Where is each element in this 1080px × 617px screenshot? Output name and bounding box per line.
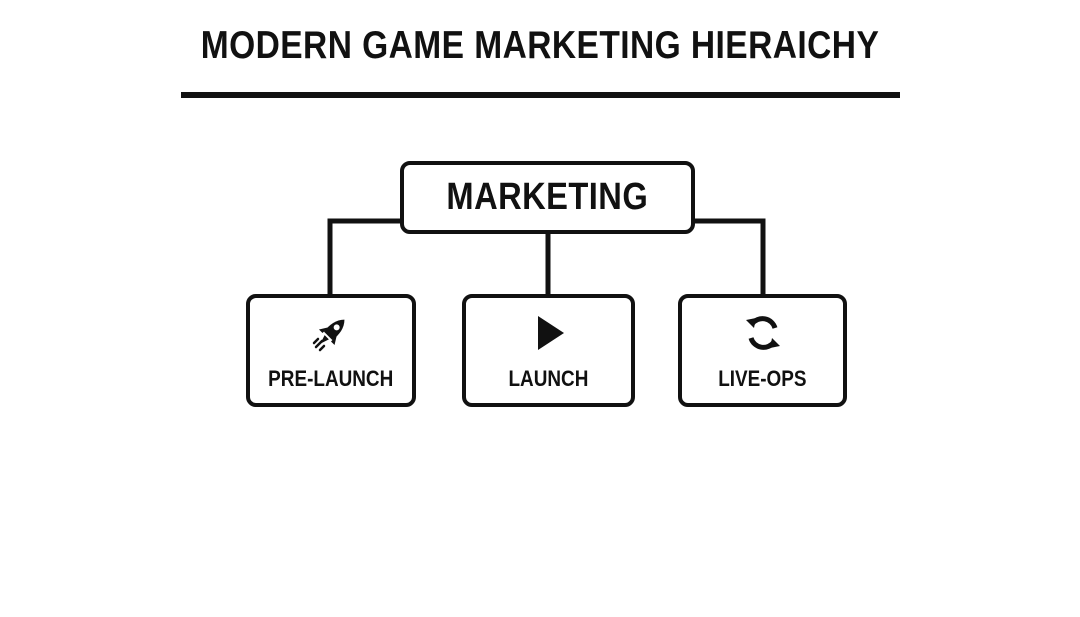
play-icon [537, 316, 564, 350]
child-node-label: LAUNCH [508, 366, 589, 391]
connector-left [327, 218, 400, 296]
child-node-label: PRE-LAUNCH [268, 366, 394, 391]
refresh-cycle-icon [745, 316, 780, 350]
child-node-live-ops: LIVE-OPS [678, 294, 847, 407]
root-node-marketing: MARKETING [400, 161, 695, 234]
connector-right [695, 218, 766, 296]
child-node-pre-launch: PRE-LAUNCH [246, 294, 416, 407]
child-node-launch: LAUNCH [462, 294, 635, 407]
child-node-label: LIVE-OPS [718, 366, 807, 391]
diagram-title: MODERN GAME MARKETING HIERAICHY [200, 24, 880, 67]
rocket-icon [312, 319, 345, 352]
title-underline [181, 92, 900, 98]
root-node-label: MARKETING [446, 176, 649, 218]
